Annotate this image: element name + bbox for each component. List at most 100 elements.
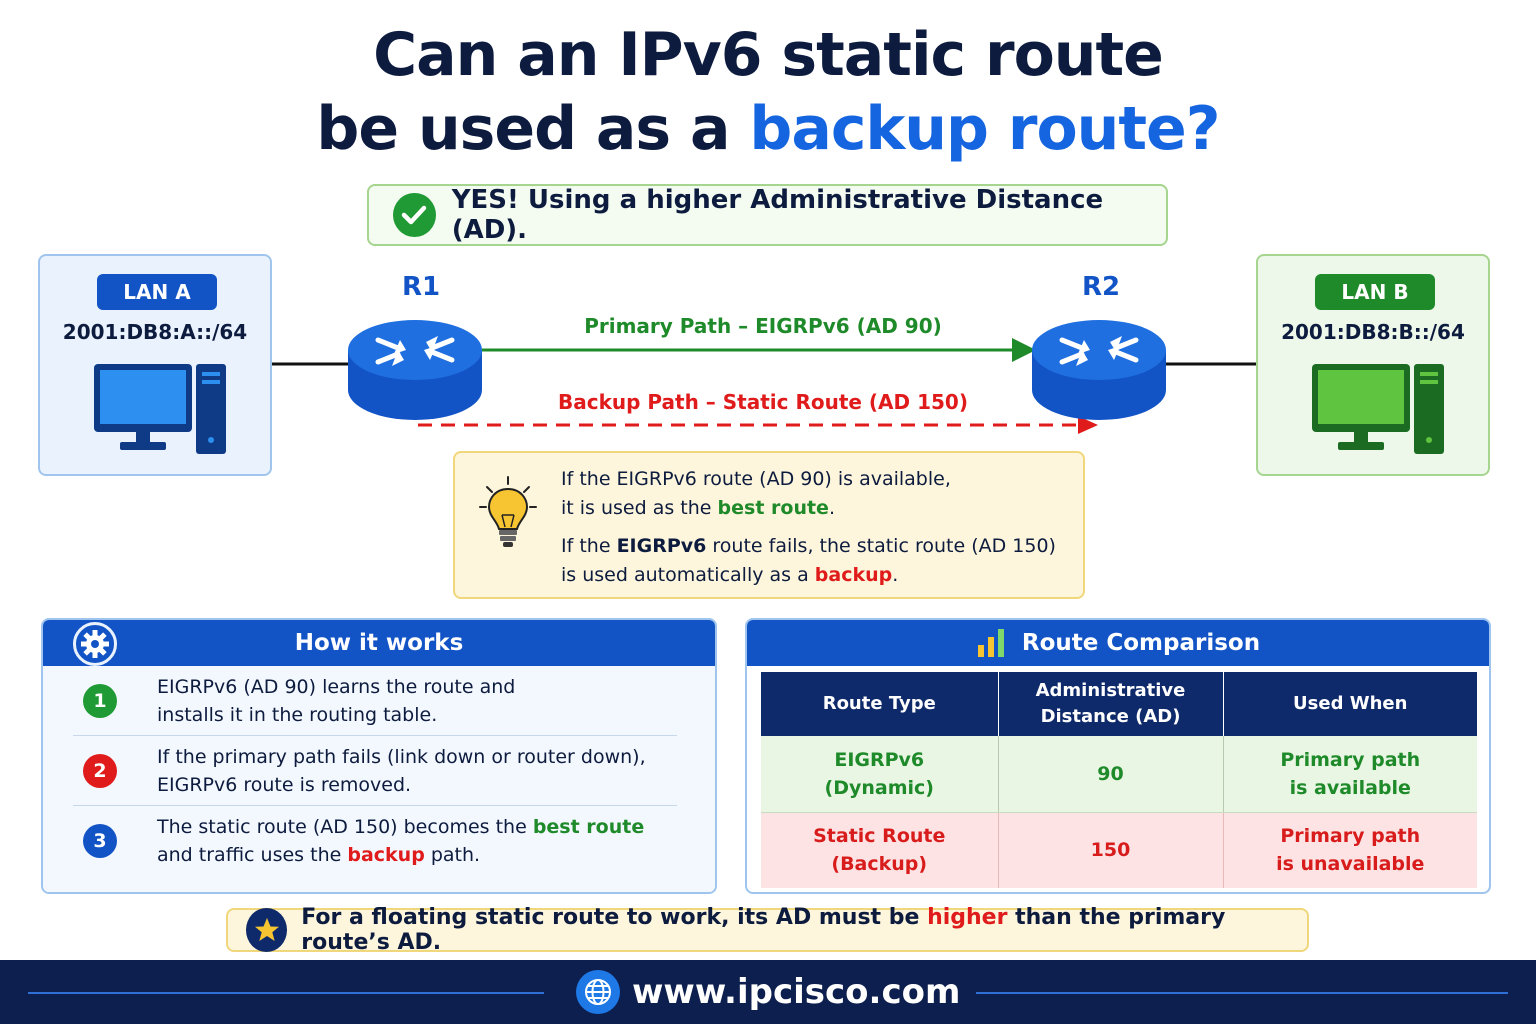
best-route-highlight: best route (532, 816, 645, 838)
backup-highlight: backup (814, 564, 893, 586)
key-note-post: than the primary route’s AD. (301, 905, 1226, 955)
primary-path-label: Primary Path – EIGRPv6 (AD 90) (584, 314, 942, 338)
step-1-line-2: installs it in the routing table. (157, 703, 438, 726)
step-1-line-1: EIGRPv6 (AD 90) learns the route and (157, 675, 516, 698)
cell-text: (Backup) (831, 853, 928, 876)
check-icon (393, 193, 436, 237)
backup-arrowhead (1078, 416, 1098, 434)
bar-chart-icon (977, 629, 1004, 657)
steps-list: 1 EIGRPv6 (AD 90) learns the route and i… (43, 666, 715, 892)
header-used-when: Used When (1223, 672, 1477, 736)
title-line-2: be used as a backup route? (0, 92, 1536, 166)
title-line-2-prefix: be used as a (316, 94, 750, 164)
cell-text: Primary path (1280, 825, 1421, 848)
table-row: Static Route (Backup) 150 Primary path is … (761, 812, 1477, 888)
answer-banner: YES! Using a higher Administrative Dista… (367, 184, 1168, 246)
step-3-line-1: The static route (AD 150) becomes the be… (157, 813, 644, 841)
cell-text: Primary path (1280, 748, 1421, 771)
footer-bar: www.ipcisco.com (0, 960, 1536, 1024)
how-it-works-panel: How it works 1 EIGRPv6 (AD 90) learns th… (41, 618, 717, 894)
route-comparison-title: Route Comparison (1021, 630, 1261, 656)
step-2-line-2: EIGRPv6 route is removed. (157, 773, 412, 796)
lan-a-label: LAN A (97, 274, 217, 310)
best-route-highlight: best route (717, 497, 829, 519)
higher-highlight: higher (927, 905, 1008, 930)
title-highlight: backup route? (749, 94, 1220, 164)
header-route-type: Route Type (761, 672, 999, 736)
info-line-4-text: is used automatically as a (561, 564, 815, 586)
cell-route-type: Static Route (Backup) (761, 812, 999, 888)
step-3-line-1-text: The static route (AD 150) becomes the (157, 816, 533, 838)
router-r1-icon (348, 320, 482, 420)
cell-text: (Dynamic) (824, 776, 934, 799)
step-text: The static route (AD 150) becomes the be… (157, 813, 644, 869)
step-3: 3 The static route (AD 150) becomes the … (73, 806, 677, 876)
website-url[interactable]: www.ipcisco.com (632, 972, 961, 1012)
key-note-pre: For a floating static route to work, its… (301, 905, 928, 930)
cell-text: is available (1289, 776, 1411, 799)
website[interactable]: www.ipcisco.com (576, 970, 960, 1014)
star-icon (246, 908, 288, 952)
header-ad-line-2: Distance (AD) (1040, 706, 1181, 727)
key-note-text: For a floating static route to work, its… (301, 905, 1307, 955)
step-number-1: 1 (83, 683, 117, 718)
footer-divider-right (976, 992, 1508, 994)
step-2-line-1: If the primary path fails (link down or … (157, 745, 646, 768)
how-it-works-header: How it works (43, 620, 715, 666)
header-ad-line-1: Administrative (1035, 680, 1186, 701)
info-line-4: is used automatically as a backup. (561, 561, 1056, 590)
info-line-2-text: it is used as the (561, 497, 718, 519)
table-row: EIGRPv6 (Dynamic) 90 Primary path is avail… (761, 736, 1477, 813)
info-box: If the EIGRPv6 route (AD 90) is availabl… (453, 451, 1085, 599)
gear-icon (73, 622, 117, 666)
route-comparison-header: Route Comparison (747, 620, 1489, 666)
step-1: 1 EIGRPv6 (AD 90) learns the route and i… (73, 666, 677, 736)
page-title: Can an IPv6 static route be used as a ba… (0, 18, 1536, 166)
eigrpv6-bold: EIGRPv6 (616, 535, 707, 557)
router-r1-label: R1 (402, 272, 441, 302)
info-line-2: it is used as the best route. (561, 494, 1056, 523)
step-text: EIGRPv6 (AD 90) learns the route and ins… (157, 673, 515, 729)
info-line-3-end: route fails, the static route (AD 150) (706, 535, 1056, 557)
lan-a-network: 2001:DB8:A::/64 (62, 320, 248, 344)
answer-text: YES! Using a higher Administrative Dista… (451, 185, 1104, 245)
cell-ad: 150 (998, 812, 1224, 888)
info-line-1: If the EIGRPv6 route (AD 90) is availabl… (561, 468, 951, 490)
router-r2-icon (1032, 320, 1166, 420)
computer-icon (1312, 364, 1444, 454)
footer-divider-left (28, 992, 544, 994)
route-comparison-panel: Route Comparison Route Type Administrati… (745, 618, 1491, 894)
info-text: If the EIGRPv6 route (AD 90) is availabl… (561, 465, 1056, 590)
cell-text: is unavailable (1276, 853, 1425, 876)
step-number-2: 2 (83, 753, 117, 788)
info-line-4-end: . (892, 564, 899, 586)
primary-arrowhead (1012, 338, 1036, 362)
info-line-3-text: If the (561, 535, 617, 557)
lan-b-label: LAN B (1315, 274, 1435, 310)
cell-text: EIGRPv6 (834, 748, 925, 771)
step-text: If the primary path fails (link down or … (157, 743, 646, 799)
lan-b-box: LAN B 2001:DB8:B::/64 (1256, 254, 1490, 476)
cell-used-when: Primary path is unavailable (1223, 812, 1477, 888)
step-3-line-2-end: path. (424, 844, 481, 866)
cell-text: Static Route (813, 825, 946, 848)
step-2: 2 If the primary path fails (link down o… (73, 736, 677, 806)
computer-icon (94, 364, 226, 454)
backup-highlight: backup (347, 844, 425, 866)
cell-route-type: EIGRPv6 (Dynamic) (761, 736, 999, 813)
globe-icon (576, 970, 620, 1014)
backup-path-label: Backup Path – Static Route (AD 150) (558, 390, 968, 414)
cell-used-when: Primary path is available (1223, 736, 1477, 813)
title-line-1: Can an IPv6 static route (373, 20, 1164, 90)
cell-ad: 90 (998, 736, 1224, 813)
lightbulb-icon (479, 476, 537, 547)
how-it-works-title: How it works (294, 630, 464, 656)
step-3-line-2-text: and traffic uses the (157, 844, 348, 866)
lan-a-box: LAN A 2001:DB8:A::/64 (38, 254, 272, 476)
key-note-banner: For a floating static route to work, its… (226, 905, 1309, 955)
info-line-3: If the EIGRPv6 route fails, the static r… (561, 532, 1056, 561)
